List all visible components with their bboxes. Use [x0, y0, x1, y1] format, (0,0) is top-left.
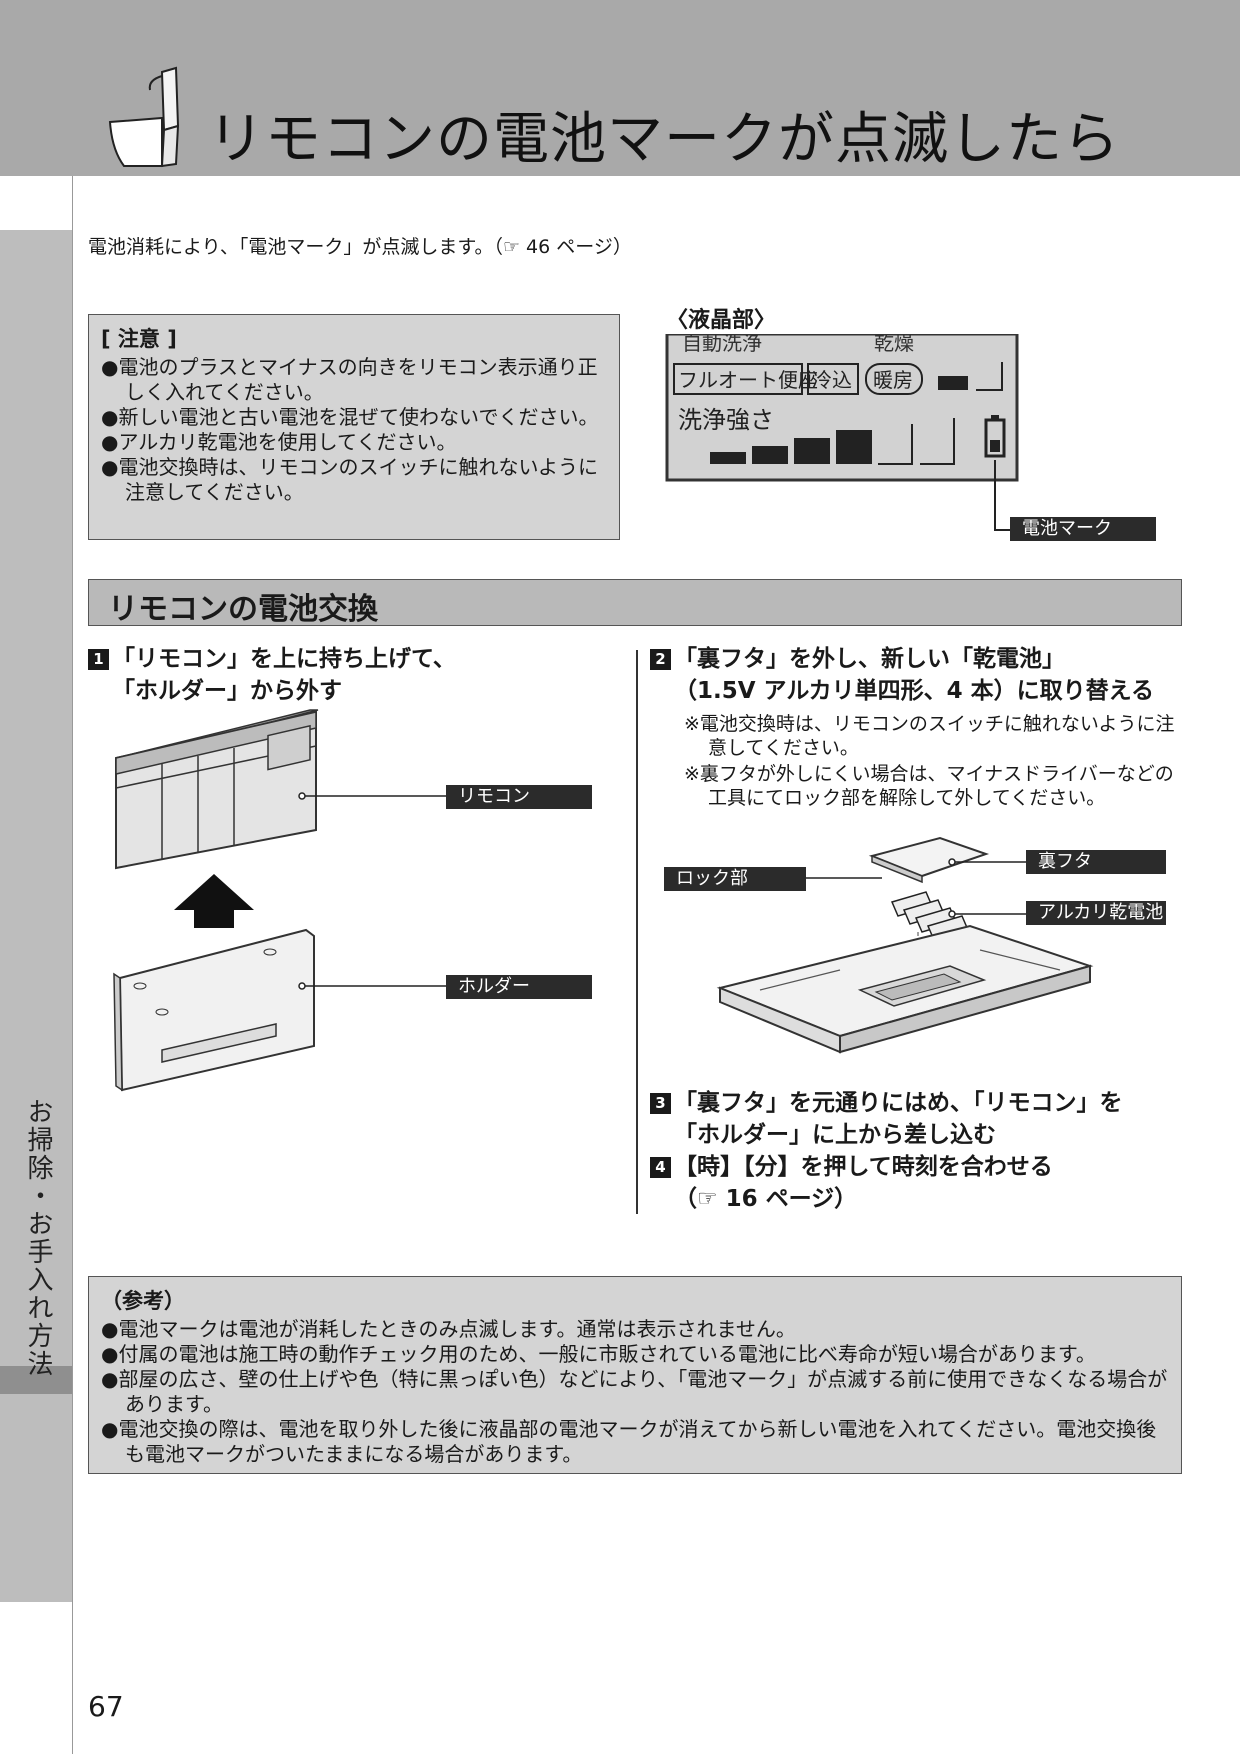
lcd-wash-strength: 洗浄強さ [678, 406, 774, 434]
section-title: リモコンの電池交換 [108, 592, 378, 627]
step-4-number: 4 [650, 1157, 671, 1178]
step-1-text: 「リモコン」を上に持ち上げて、 [112, 646, 456, 672]
reference-item: ●部屋の広さ、壁の仕上げや色（特に黒っぽい色）などにより、「電池マーク」が点滅す… [101, 1367, 1168, 1416]
lcd-cool: 冷込 [812, 368, 852, 392]
reference-item: ●電池マークは電池が消耗したときのみ点滅します。通常は表示されません。 [101, 1317, 796, 1341]
step-2-note-2: ※裏フタが外しにくい場合は、マイナスドライバーなどの工具にてロック部を解除して外… [684, 763, 1174, 809]
step-3-number: 3 [650, 1093, 671, 1114]
lock-label: ロック部 [664, 867, 806, 891]
step-3-line1: 3「裏フタ」を元通りにはめ、「リモコン」を [650, 1086, 1123, 1120]
lcd-dry: 乾燥 [874, 334, 914, 355]
toilet-icon [108, 66, 180, 168]
caution-item: ●アルカリ乾電池を使用してください。 [101, 430, 457, 454]
step-2-line1: 2「裏フタ」を外し、新しい「乾電池」 [650, 642, 1065, 676]
step-1-number: 1 [88, 649, 109, 670]
step-4-line2: （☞ 16 ページ） [674, 1186, 858, 1212]
back-cover-label: 裏フタ [1026, 850, 1166, 874]
page-title: リモコンの電池マークが点滅したら [208, 107, 1120, 172]
sidebar-section-label: お掃除・お手入れ方法 [23, 1098, 53, 1378]
caution-item: ●電池交換時は、リモコンのスイッチに触れないように注意してください。 [101, 455, 599, 504]
page-header [0, 0, 1240, 176]
step-2-line2: （1.5V アルカリ単四形、4 本）に取り替える [674, 678, 1154, 704]
margin-rule [72, 176, 73, 1754]
caution-box: [ 注意 ] ●電池のプラスとマイナスの向きをリモコン表示通り正しく入れてくださ… [88, 314, 620, 540]
reference-title: （参考） [101, 1289, 185, 1313]
caution-item: ●電池のプラスとマイナスの向きをリモコン表示通り正しく入れてください。 [101, 355, 598, 404]
column-divider [636, 650, 638, 1214]
step-3-text: 「裏フタ」を元通りにはめ、「リモコン」を [674, 1090, 1123, 1116]
sidebar-tab [0, 230, 72, 1602]
lcd-auto-wash: 自動洗浄 [682, 334, 762, 355]
step-2-text: 「裏フタ」を外し、新しい「乾電池」 [674, 646, 1065, 672]
battery-replace-diagram [716, 836, 1094, 1054]
step-2-number: 2 [650, 649, 671, 670]
sidebar-marker [0, 1366, 72, 1394]
reference-item: ●電池交換の際は、電池を取り外した後に液晶部の電池マークが消えてから新しい電池を… [101, 1417, 1157, 1466]
reference-box: （参考） ●電池マークは電池が消耗したときのみ点滅します。通常は表示されません。… [88, 1276, 1182, 1474]
lcd-full-auto-seat: フルオート便座 [678, 368, 818, 392]
step-4-text: 【時】【分】を押して時刻を合わせる [674, 1154, 1053, 1180]
step-1-line1: 1「リモコン」を上に持ち上げて、 [88, 642, 456, 676]
step-2-note-1: ※電池交換時は、リモコンのスイッチに触れないように注意してください。 [684, 713, 1175, 759]
lcd-label: 〈液晶部〉 [666, 308, 777, 333]
step-1-line2: 「ホルダー」から外す [112, 678, 342, 704]
caution-item: ●新しい電池と古い電池を混ぜて使わないでください。 [101, 405, 599, 429]
battery-label: アルカリ乾電池 [1026, 901, 1166, 925]
battery-mark-label: 電池マーク [1010, 517, 1156, 541]
reference-item: ●付属の電池は施工時の動作チェック用のため、一般に市販されている電池に比べ寿命が… [101, 1342, 1096, 1366]
lcd-warm: 暖房 [873, 368, 913, 392]
step-3-line2: 「ホルダー」に上から差し込む [674, 1122, 996, 1148]
holder-label: ホルダー [446, 975, 592, 999]
intro-text: 電池消耗により、「電池マーク」が点滅します。（☞ 46 ページ） [88, 236, 632, 258]
remote-label: リモコン [446, 785, 592, 809]
caution-title: [ 注意 ] [101, 327, 177, 351]
page-number: 67 [88, 1690, 124, 1723]
section-header [88, 579, 1182, 626]
remote-holder-diagram [113, 709, 446, 1092]
lcd-diagram: 自動洗浄 乾燥 フルオート便座 冷込 暖房 洗浄強さ [665, 334, 1019, 531]
step-4-line1: 4【時】【分】を押して時刻を合わせる [650, 1150, 1053, 1184]
